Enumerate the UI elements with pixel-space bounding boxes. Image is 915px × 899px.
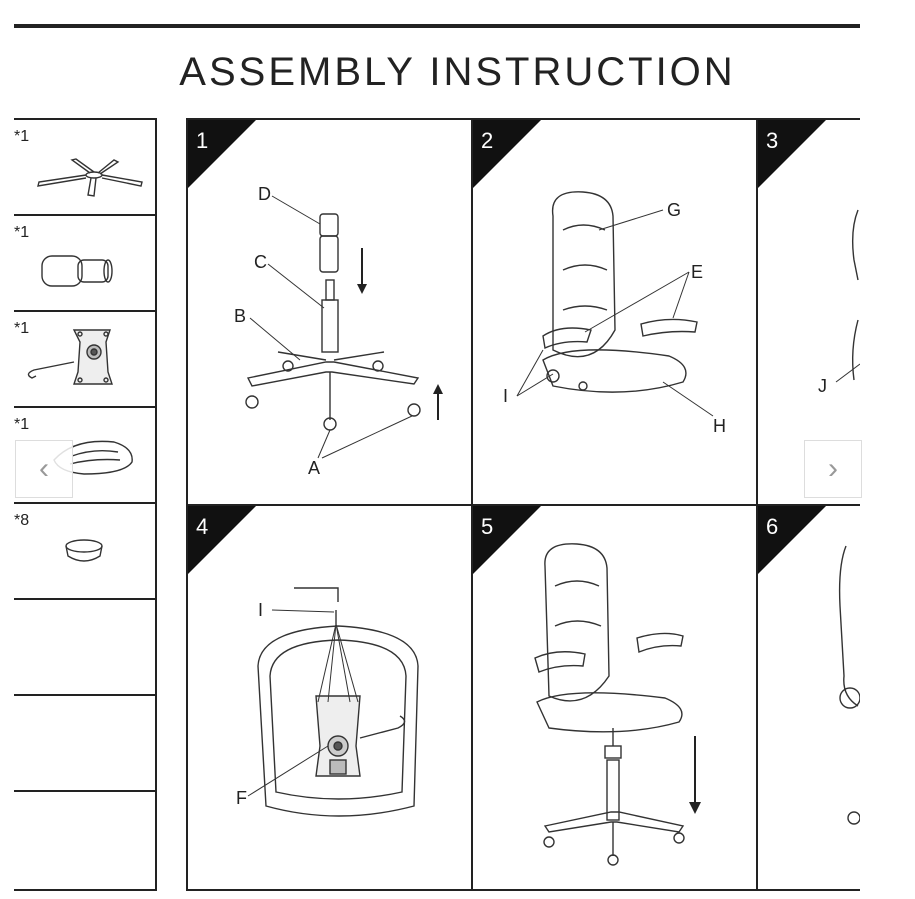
cap-icon [65,539,103,562]
step-6-panel: 6 [758,506,860,889]
step-1-panel: D C B A 1 [188,120,473,506]
step-number: 2 [481,128,494,153]
step-4-diagram: I F [188,506,419,817]
parts-list: *1 *1 *1 [14,118,157,891]
step-number: 3 [766,128,779,153]
label-c: C [254,252,267,272]
mechanism-plate-icon [27,329,113,385]
label-e: E [691,262,703,282]
step-2-panel: G E I H 2 [473,120,758,506]
part-quantity: *8 [14,512,30,529]
part-quantity: *1 [14,128,30,145]
step-5-diagram [473,506,701,866]
step-3-panel: J 3 [758,120,860,506]
part-quantity: *1 [14,416,30,433]
step-number: 4 [196,514,209,539]
chevron-right-icon: › [828,452,838,485]
top-rule [14,24,860,28]
step-6-diagram [758,506,860,825]
label-i: I [503,386,508,406]
star-base-icon [37,158,143,197]
part-quantity: *1 [14,224,30,241]
label-f: F [236,788,247,808]
label-j: J [818,376,827,396]
step-5-panel: 5 [473,506,758,889]
step-number: 5 [481,514,494,539]
step-4-panel: I F 4 [188,506,473,889]
part-cell [14,792,155,888]
step-number-badge [188,120,256,188]
part-cell [14,696,155,792]
steps-grid: D C B A 1 [186,118,860,891]
label-b: B [234,306,246,326]
step-number: 6 [766,514,779,539]
label-i: I [258,600,263,620]
part-cell: *1 [14,312,155,408]
step-3-diagram: J [758,120,860,396]
part-cell [14,600,155,696]
part-cell: *1 [14,120,155,216]
step-2-diagram: G E I H [473,120,726,436]
part-cell: *1 [14,216,155,312]
step-1-diagram: D C B A [188,120,443,478]
label-h: H [713,416,726,436]
step-number: 1 [196,128,209,153]
part-cell: *8 [14,504,155,600]
carousel-next-button[interactable]: › [804,440,862,498]
chevron-left-icon: ‹ [39,452,49,485]
page-title: ASSEMBLY INSTRUCTION [179,50,736,94]
label-a: A [308,458,320,478]
label-d: D [258,184,271,204]
label-g: G [667,200,681,220]
gas-cylinder-cover-icon [41,255,113,287]
carousel-prev-button[interactable]: ‹ [15,440,73,498]
part-quantity: *1 [14,320,30,337]
